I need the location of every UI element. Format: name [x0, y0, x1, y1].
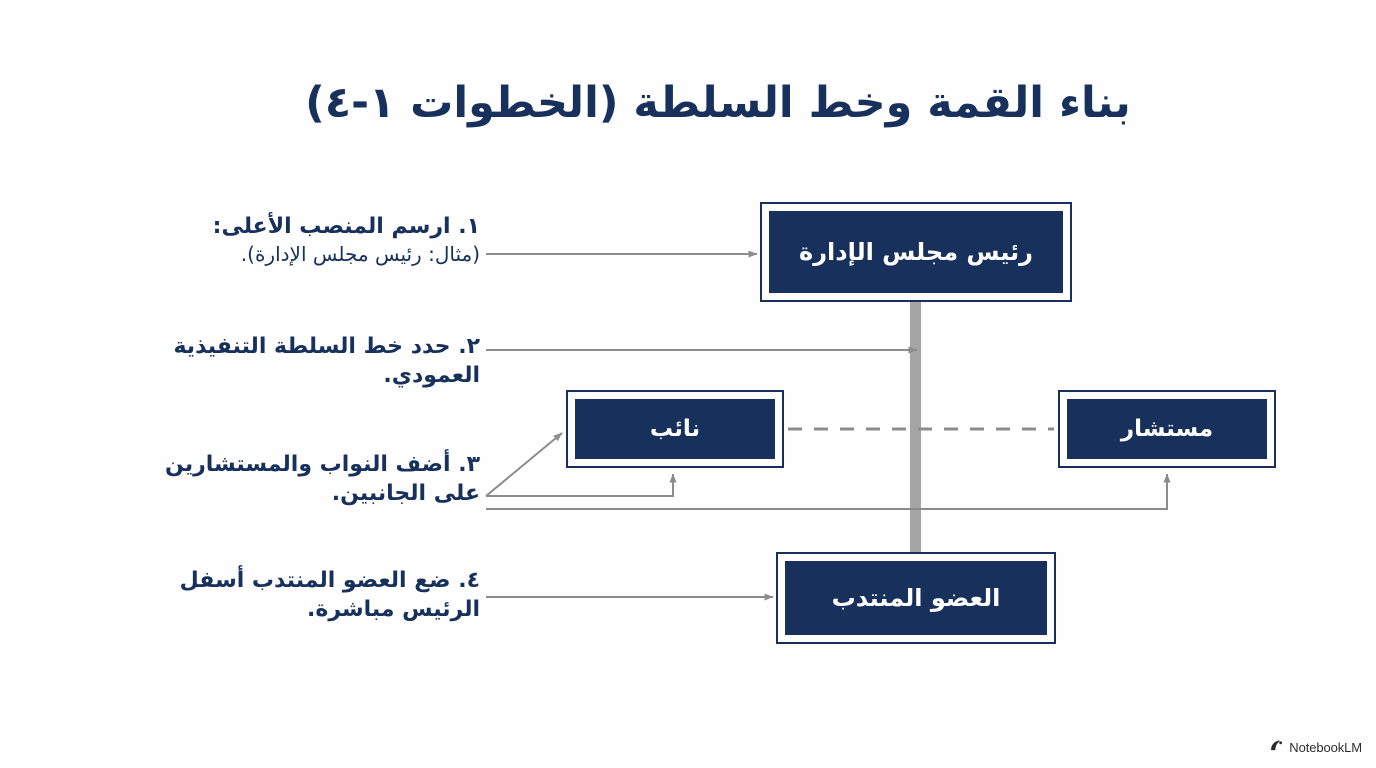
org-node-advisor[interactable]: مستشار	[1058, 390, 1276, 468]
org-node-managing-director[interactable]: العضو المنتدب	[776, 552, 1056, 644]
step-item-2: ٢. حدد خط السلطة التنفيذية العمودي.	[150, 332, 480, 390]
notebooklm-watermark-label: NotebookLM	[1289, 739, 1362, 755]
step-1-detail: (مثال: رئيس مجلس الإدارة).	[240, 242, 480, 267]
org-node-chairman-label: رئيس مجلس الإدارة	[769, 211, 1063, 293]
step-3-heading: ٣. أضف النواب والمستشارين على الجانبين.	[165, 452, 480, 507]
page-title: بناء القمة وخط السلطة (الخطوات ١-٤)	[305, 78, 1131, 128]
notebooklm-watermark: NotebookLM	[1269, 738, 1362, 756]
step3-arrow-deputy	[485, 432, 563, 497]
step-1-heading: ١. ارسم المنصب الأعلى:	[212, 214, 480, 239]
step-item-4: ٤. ضع العضو المنتدب أسفل الرئيس مباشرة.	[150, 566, 480, 624]
org-node-deputy-label: نائب	[575, 399, 775, 459]
step3-elbow-deputy	[486, 473, 677, 497]
org-node-chairman[interactable]: رئيس مجلس الإدارة	[760, 202, 1072, 302]
step-2-heading: ٢. حدد خط السلطة التنفيذية العمودي.	[173, 334, 480, 389]
notebooklm-logo-icon	[1269, 738, 1284, 756]
step3-elbow-advisor	[486, 473, 1171, 510]
org-node-managing-director-label: العضو المنتدب	[785, 561, 1047, 635]
org-node-advisor-label: مستشار	[1067, 399, 1267, 459]
org-node-deputy[interactable]: نائب	[566, 390, 784, 468]
step-4-heading: ٤. ضع العضو المنتدب أسفل الرئيس مباشرة.	[179, 568, 480, 623]
step-item-1: ١. ارسم المنصب الأعلى: (مثال: رئيس مجلس …	[150, 212, 480, 268]
authority-spine	[910, 300, 921, 554]
step-item-3: ٣. أضف النواب والمستشارين على الجانبين.	[150, 450, 480, 508]
